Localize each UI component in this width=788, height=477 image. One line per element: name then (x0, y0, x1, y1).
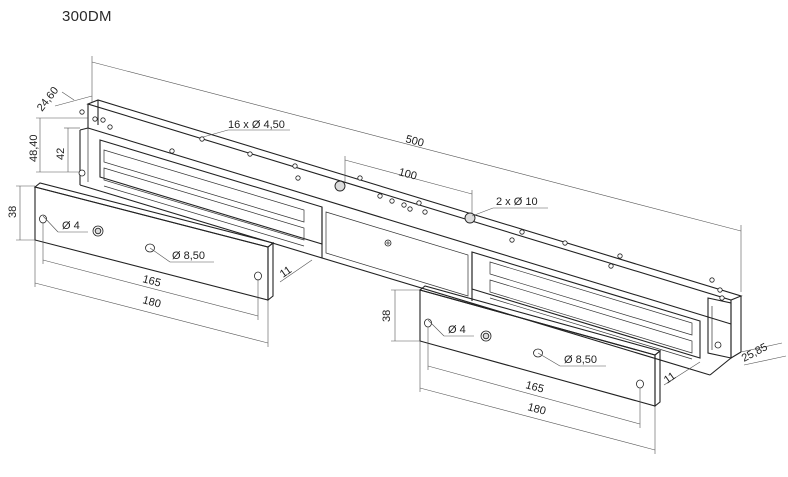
armature-plate-right (418, 285, 662, 408)
dim-100: 100 (397, 166, 418, 182)
dim-screw-left: Ø 8,50 (172, 250, 205, 262)
dimension-lines (16, 56, 787, 454)
dim-165-left: 165 (141, 273, 162, 289)
magnet-body (78, 99, 743, 376)
dim-screw-right: Ø 8,50 (564, 354, 597, 366)
dim-180-right: 180 (526, 401, 547, 417)
dim-38-left: 38 (7, 206, 19, 218)
dim-24-60: 24,60 (35, 85, 61, 114)
dim-11-right: 11 (662, 370, 678, 386)
dim-25-85: 25,85 (740, 341, 770, 365)
dim-2-holes: 2 x Ø 10 (496, 196, 538, 208)
dim-180-left: 180 (141, 294, 162, 310)
dim-pin-left: Ø 4 (62, 220, 80, 232)
dim-500: 500 (404, 133, 425, 149)
dim-pin-right: Ø 4 (448, 324, 466, 336)
dim-38-right: 38 (381, 310, 393, 322)
dim-16-holes: 16 x Ø 4,50 (228, 119, 285, 131)
dim-42: 42 (55, 148, 67, 160)
drawing-title: 300DM (62, 8, 112, 25)
dim-11-left: 11 (278, 264, 294, 280)
dim-48-40: 48,40 (28, 134, 40, 162)
dim-165-right: 165 (524, 379, 545, 395)
